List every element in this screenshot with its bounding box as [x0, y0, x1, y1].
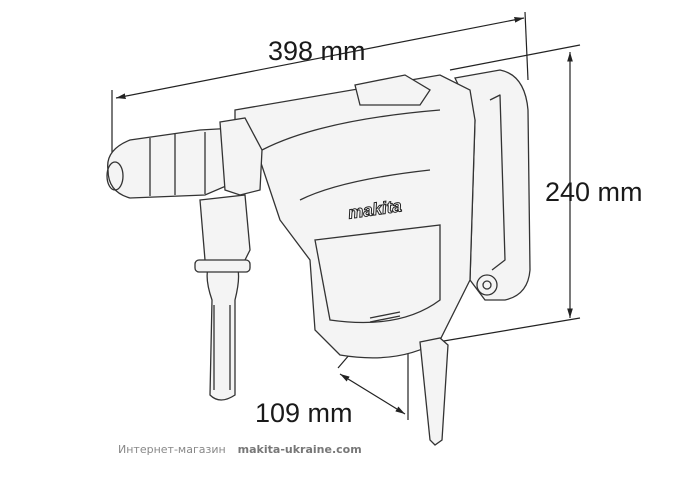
height-dimension-label: 240 mm: [545, 177, 643, 207]
watermark: Интернет-магазин makita-ukraine.com: [118, 443, 362, 456]
chuck: [107, 127, 241, 199]
power-cable: [419, 337, 449, 446]
length-dimension-label: 398 mm: [268, 36, 366, 66]
center-dimension-label: 109 mm: [255, 398, 353, 428]
rear-handle: [454, 69, 531, 301]
watermark-shop: Интернет-магазин: [118, 443, 226, 456]
watermark-site: makita-ukraine.com: [237, 443, 362, 456]
dimension-lines: [111, 11, 581, 420]
